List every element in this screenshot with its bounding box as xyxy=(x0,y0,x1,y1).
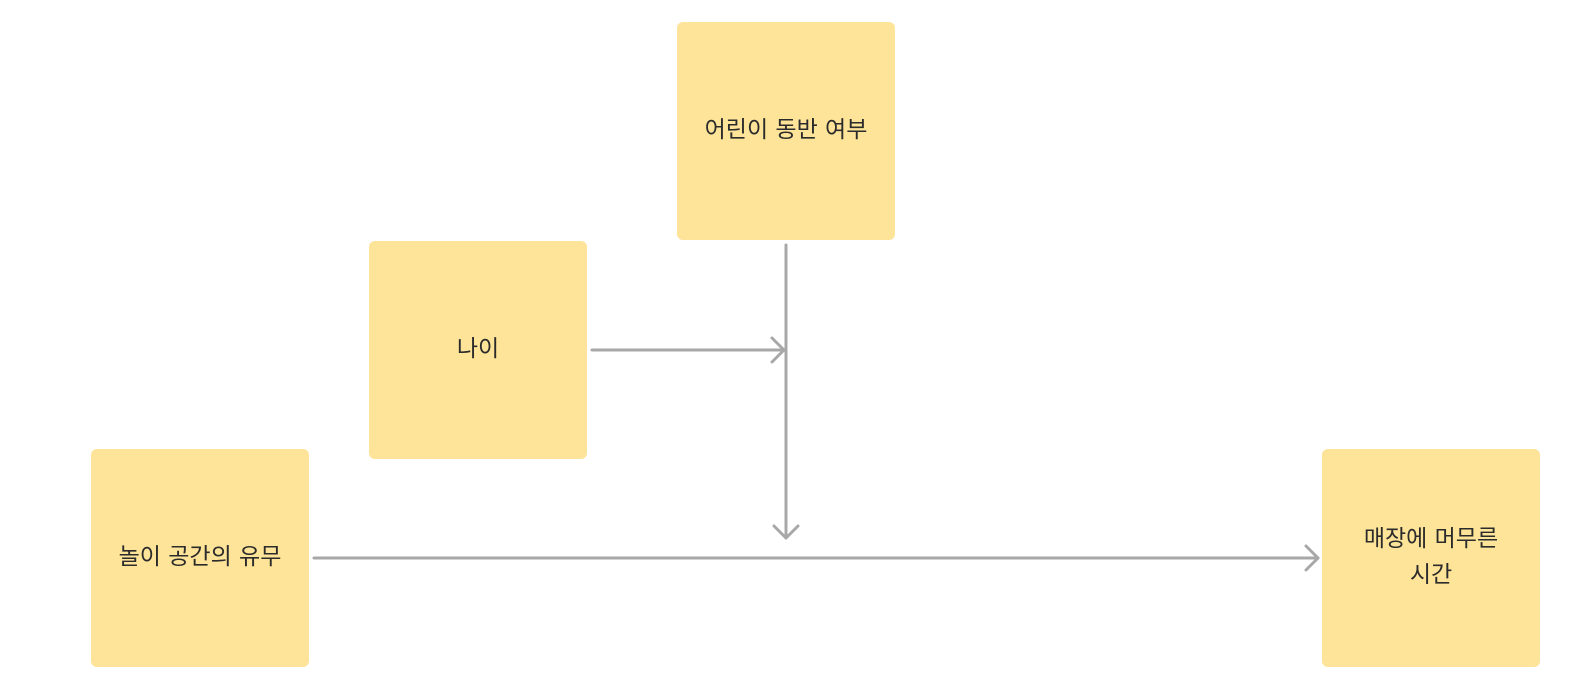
arrowhead-child-to-main-path xyxy=(772,524,800,540)
arrowhead-age-to-moderator xyxy=(770,336,786,364)
node-age[interactable]: 나이 xyxy=(369,241,587,459)
node-stay-time-label: 매장에 머무른 시간 xyxy=(1363,526,1499,588)
node-age-label: 나이 xyxy=(456,336,500,363)
node-child-accompany-label: 어린이 동반 여부 xyxy=(704,117,868,144)
node-stay-time[interactable]: 매장에 머무른 시간 xyxy=(1322,449,1540,667)
arrowhead-play-to-time xyxy=(1304,544,1320,572)
node-play-space[interactable]: 놀이 공간의 유무 xyxy=(91,449,309,667)
node-play-space-label: 놀이 공간의 유무 xyxy=(118,544,282,571)
node-child-accompany[interactable]: 어린이 동반 여부 xyxy=(677,22,895,240)
